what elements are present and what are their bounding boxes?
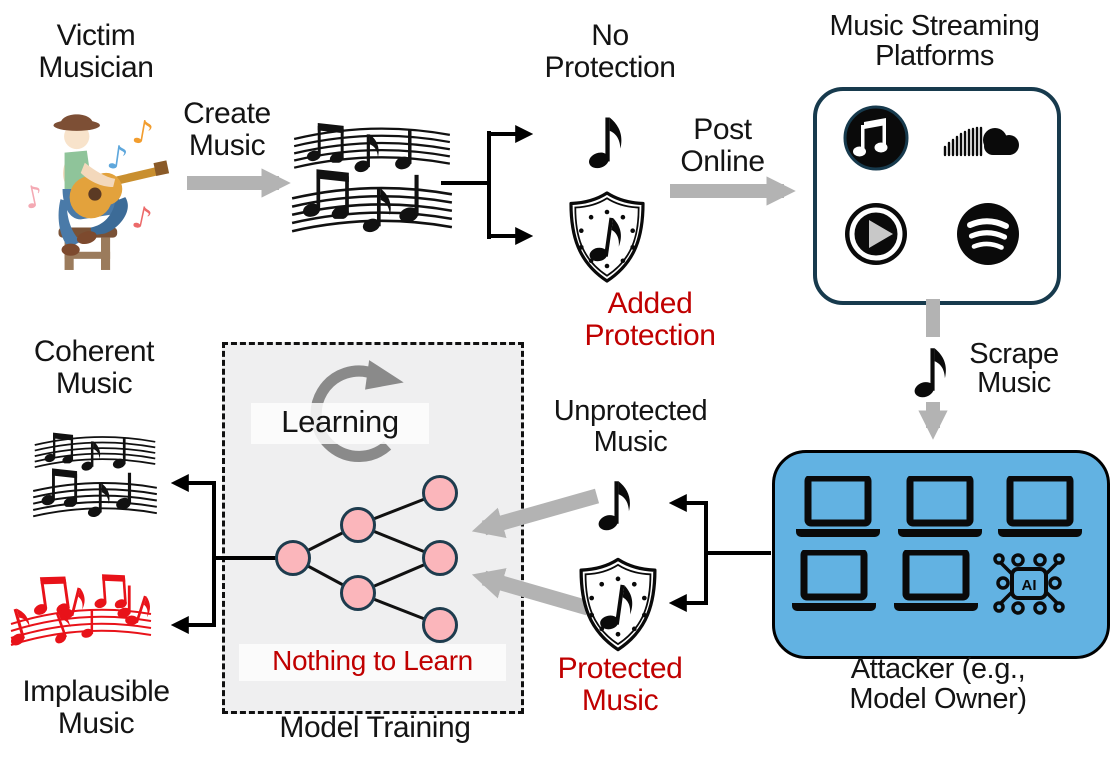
blue-note-icon: ♪ xyxy=(105,138,131,179)
network-node xyxy=(340,575,376,611)
added-protection-label: Added Protection xyxy=(584,287,716,353)
scraped-note-icon xyxy=(913,348,946,399)
attacker-compute-icons: AI xyxy=(772,450,1104,615)
created-music-score-icon xyxy=(288,112,456,250)
attacker-label: Attacker (e.g., Model Owner) xyxy=(849,653,1027,715)
music-split-bracket xyxy=(441,125,534,245)
laptop-icon xyxy=(894,552,978,611)
ai-chip-label: AI xyxy=(1022,577,1037,594)
implausible-music-label: Implausible Music xyxy=(22,675,170,740)
protected-music-label: Protected Music xyxy=(557,652,683,718)
protected-music-shield-icon xyxy=(576,556,660,653)
coherent-music-score-icon xyxy=(30,424,160,531)
right-arm xyxy=(80,162,116,188)
laptop-icon xyxy=(898,478,982,537)
network-node xyxy=(275,540,311,576)
learning-band xyxy=(251,403,429,444)
jeans-leg2 xyxy=(58,199,81,248)
protection-shield-icon xyxy=(566,190,648,284)
boot2 xyxy=(61,243,80,256)
orange-note-icon: ♪ xyxy=(129,112,156,153)
nothing-to-learn-label: Nothing to Learn xyxy=(272,645,473,676)
boot xyxy=(76,231,97,245)
network-node xyxy=(422,475,458,511)
hat-brim xyxy=(53,119,100,131)
laptop-icon xyxy=(796,478,880,537)
nothing-band xyxy=(239,644,506,681)
ai-brain-chip-icon: AI xyxy=(993,553,1065,615)
guitar-hole xyxy=(88,187,102,201)
floating-notes: ♪ ♪ ♪ ♪ xyxy=(21,112,156,238)
scrape-music-label: Scrape Music xyxy=(969,338,1059,399)
network-node xyxy=(422,540,458,576)
no-protection-label: No Protection xyxy=(544,19,676,85)
attacker-split-bracket xyxy=(668,494,771,612)
unprotected-music-label: Unprotected Music xyxy=(553,395,708,459)
create-music-label: Create Music xyxy=(183,97,271,163)
unprotected-music-note-icon xyxy=(597,481,630,532)
platform-logos xyxy=(843,105,1019,265)
soundcloud-icon xyxy=(943,126,1019,157)
unprotected-note-icon xyxy=(587,117,622,170)
laptop-icon xyxy=(792,552,876,611)
network-output-bracket xyxy=(170,474,278,634)
laptop-icon xyxy=(998,478,1082,537)
learning-label: Learning xyxy=(281,404,399,439)
spotify-icon xyxy=(957,203,1019,265)
apple-music-icon xyxy=(843,105,909,171)
platforms-title: Music Streaming Platforms xyxy=(829,10,1040,72)
model-training-label: Model Training xyxy=(279,711,471,744)
coherent-music-label: Coherent Music xyxy=(33,335,155,401)
guitar-head xyxy=(153,160,170,176)
network-node xyxy=(422,607,458,643)
implausible-music-icon xyxy=(5,568,157,658)
salmon-note-icon: ♪ xyxy=(129,200,155,238)
jeans-shin xyxy=(90,197,128,236)
victim-musician-label: Victim Musician xyxy=(38,19,154,85)
gray-flow-arrows xyxy=(187,168,948,616)
pink-note-icon: ♪ xyxy=(21,179,47,217)
play-button-icon xyxy=(845,203,907,265)
network-node xyxy=(340,507,376,543)
victim-musician-illustration: ♪ ♪ ♪ ♪ xyxy=(21,112,170,270)
neural-network-icon xyxy=(275,475,458,643)
post-online-label: Post Online xyxy=(680,113,765,179)
